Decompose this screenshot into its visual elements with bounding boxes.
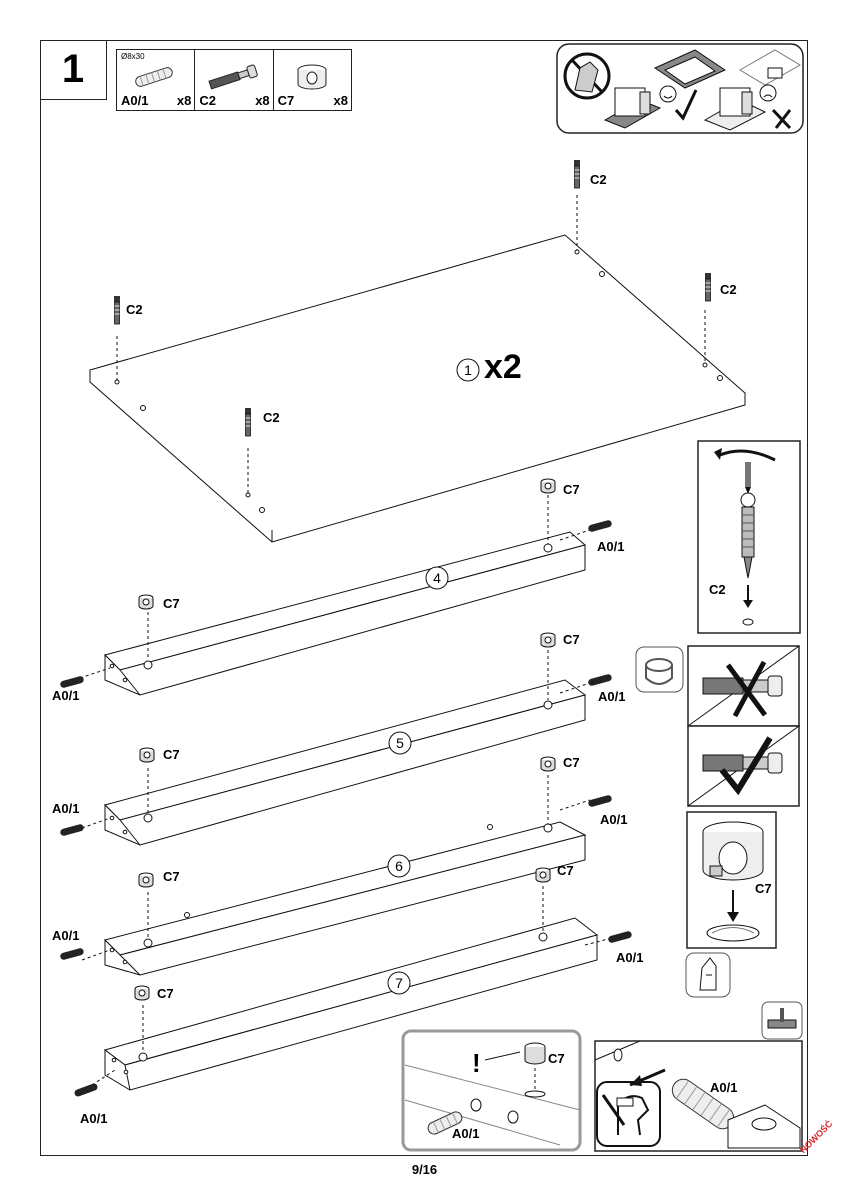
part-c7: C7 x8 bbox=[274, 50, 351, 110]
label-a01: A0/1 bbox=[598, 689, 625, 704]
label-a01: A0/1 bbox=[52, 801, 79, 816]
cam-lock-detail-panel bbox=[686, 811, 777, 949]
shelf-7 bbox=[73, 867, 633, 1098]
label-c7: C7 bbox=[163, 747, 180, 762]
part-qty: x8 bbox=[176, 93, 192, 108]
label-c7: C7 bbox=[563, 755, 580, 770]
part-a01: Ø8x30 A0/1 x8 bbox=[117, 50, 196, 110]
label-a01: A0/1 bbox=[597, 539, 624, 554]
label-c2: C2 bbox=[590, 172, 607, 187]
part-code: C7 bbox=[277, 93, 295, 108]
part-code: A0/1 bbox=[121, 93, 149, 108]
label-c7: C7 bbox=[563, 482, 580, 497]
shelf-6 bbox=[59, 756, 613, 976]
label-a01: A0/1 bbox=[600, 812, 627, 827]
shelf-4 bbox=[59, 478, 613, 696]
label-c2: C2 bbox=[263, 410, 280, 425]
part-c2: C2 x8 bbox=[195, 50, 274, 110]
dowel-insert-detail-panel bbox=[594, 1040, 803, 1152]
label-a01: A0/1 bbox=[52, 928, 79, 943]
shelf-number: 4 bbox=[433, 570, 441, 586]
label-a01: A0/1 bbox=[710, 1080, 737, 1095]
warning-mark: ! bbox=[472, 1048, 481, 1078]
shelf-number: 7 bbox=[395, 975, 403, 991]
label-c2: C2 bbox=[709, 582, 726, 597]
cam-lock-icon bbox=[297, 64, 327, 90]
label-c7: C7 bbox=[163, 596, 180, 611]
panel-quantity: x2 bbox=[484, 348, 522, 386]
label-c7: C7 bbox=[755, 881, 772, 896]
part-qty: x8 bbox=[333, 93, 348, 108]
label-a01: A0/1 bbox=[452, 1126, 479, 1141]
cam-bolt-icon bbox=[208, 64, 259, 90]
hand-icon bbox=[685, 952, 731, 998]
label-c7: C7 bbox=[163, 869, 180, 884]
label-a01: A0/1 bbox=[616, 950, 643, 965]
rotate-icon bbox=[635, 646, 684, 693]
shelf-number: 6 bbox=[395, 858, 403, 874]
parts-list: Ø8x30 A0/1 x8 C2 x8 bbox=[116, 49, 352, 111]
wrong-orientation-panel bbox=[687, 645, 800, 727]
shelf-number: 5 bbox=[396, 735, 404, 751]
floor-protection-icon bbox=[556, 43, 804, 134]
label-c7: C7 bbox=[157, 986, 174, 1001]
label-c7: C7 bbox=[563, 632, 580, 647]
label-c7: C7 bbox=[548, 1051, 565, 1066]
screw-detail-panel bbox=[697, 440, 801, 634]
label-c2: C2 bbox=[126, 302, 143, 317]
page-frame bbox=[40, 40, 808, 1156]
part-qty: x8 bbox=[255, 93, 270, 108]
label-a01: A0/1 bbox=[52, 688, 79, 703]
page-number: 9/16 bbox=[411, 1162, 438, 1177]
label-a01: A0/1 bbox=[80, 1111, 107, 1126]
panel-number: 1 bbox=[464, 362, 472, 378]
label-c7: C7 bbox=[557, 863, 574, 878]
part-dimension: Ø8x30 bbox=[121, 52, 145, 61]
shelf-5 bbox=[59, 632, 613, 846]
step-number: 1 bbox=[40, 40, 107, 100]
top-panel bbox=[88, 159, 747, 543]
part-code: C2 bbox=[199, 93, 216, 108]
hammer-icon bbox=[761, 1001, 803, 1040]
label-c2: C2 bbox=[720, 282, 737, 297]
right-orientation-panel bbox=[687, 725, 800, 807]
dowel-icon bbox=[135, 67, 173, 87]
cam-depth-detail-panel bbox=[401, 1029, 582, 1152]
